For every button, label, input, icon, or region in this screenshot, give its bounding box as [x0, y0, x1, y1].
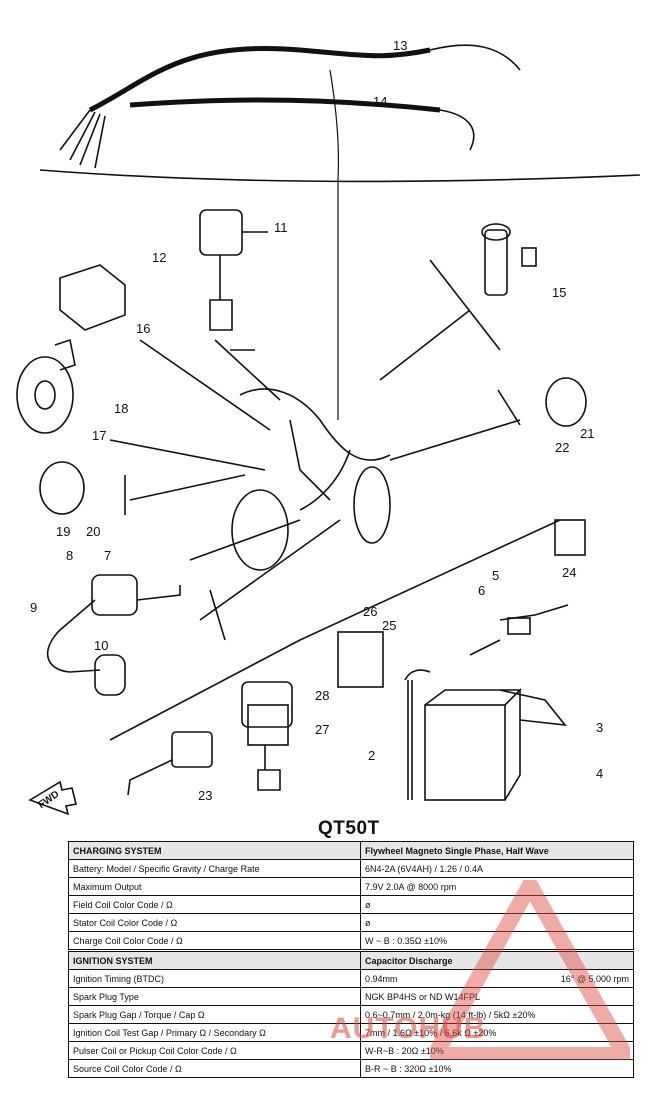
spec-label: Stator Coil Color Code / Ω: [68, 913, 361, 932]
callout-6: 6: [478, 583, 485, 598]
callout-18: 18: [114, 401, 128, 416]
callout-28: 28: [315, 688, 329, 703]
table-row: Spark Plug Gap / Torque / Cap Ω 0.6~0.7m…: [68, 1005, 634, 1024]
charging-header-label: CHARGING SYSTEM: [68, 841, 361, 860]
spec-label: Spark Plug Type: [68, 987, 361, 1006]
callout-2: 2: [368, 748, 375, 763]
callout-24: 24: [562, 565, 576, 580]
callout-7: 7: [104, 548, 111, 563]
ignition-system-table: IGNITION SYSTEM Capacitor Discharge Igni…: [68, 951, 634, 1078]
spec-label: Source Coil Color Code / Ω: [68, 1059, 361, 1078]
ignition-header-label: IGNITION SYSTEM: [68, 951, 361, 970]
spec-label: Field Coil Color Code / Ω: [68, 895, 361, 914]
callout-15: 15: [552, 285, 566, 300]
table-header-row: IGNITION SYSTEM Capacitor Discharge: [68, 951, 634, 970]
callout-8: 8: [66, 548, 73, 563]
spec-label: Charge Coil Color Code / Ω: [68, 931, 361, 950]
callout-14: 14: [373, 94, 387, 109]
spec-label: Maximum Output: [68, 877, 361, 896]
callout-16: 16: [136, 321, 150, 336]
watermark-text: AUTOHUB: [330, 1012, 487, 1045]
spec-label: Pulser Coil or Pickup Coil Color Code / …: [68, 1041, 361, 1060]
charging-header-value: Flywheel Magneto Single Phase, Half Wave: [360, 841, 634, 860]
callout-9: 9: [30, 600, 37, 615]
callout-21: 21: [580, 426, 594, 441]
ignition-header-value: Capacitor Discharge: [360, 951, 634, 970]
exploded-parts-diagram: 1 2 3 4 5 6 7 8 9 10 11 12 13 14 15 16 1…: [16, 38, 641, 816]
callout-4: 4: [596, 766, 603, 781]
callout-5: 5: [492, 568, 499, 583]
charging-system-table: CHARGING SYSTEM Flywheel Magneto Single …: [68, 841, 634, 950]
callout-22: 22: [555, 440, 569, 455]
table-row: Field Coil Color Code / Ω ø: [68, 895, 634, 914]
table-row: Charge Coil Color Code / Ω W ~ B : 0.35Ω…: [68, 931, 634, 950]
callout-25: 25: [382, 618, 396, 633]
spec-value: W ~ B : 0.35Ω ±10%: [360, 931, 634, 950]
callout-26: 26: [363, 604, 377, 619]
table-row: Battery: Model / Specific Gravity / Char…: [68, 859, 634, 878]
callout-3: 3: [596, 720, 603, 735]
timing-gap-value: 0.94mm: [365, 973, 398, 984]
watermark-logo-icon: [430, 880, 630, 1060]
callout-23: 23: [198, 788, 212, 803]
table-row: Ignition Coil Test Gap / Primary Ω / Sec…: [68, 1023, 634, 1042]
callout-13: 13: [393, 38, 407, 53]
callout-20: 20: [86, 524, 100, 539]
callout-17: 17: [92, 428, 106, 443]
spec-value: 6N4-2A (6V4AH) / 1.26 / 0.4A: [360, 859, 634, 878]
callout-12: 12: [152, 250, 166, 265]
callout-11: 11: [274, 220, 288, 235]
spec-label: Ignition Timing (BTDC): [68, 969, 361, 988]
callout-19: 19: [56, 524, 70, 539]
callout-10: 10: [94, 638, 108, 653]
spec-label: Spark Plug Gap / Torque / Cap Ω: [68, 1005, 361, 1024]
timing-rpm-value: 16° @ 5,000 rpm: [560, 973, 629, 984]
spec-label: Ignition Coil Test Gap / Primary Ω / Sec…: [68, 1023, 361, 1042]
spec-value: B-R ~ B : 320Ω ±10%: [360, 1059, 634, 1078]
table-row: Source Coil Color Code / Ω B-R ~ B : 320…: [68, 1059, 634, 1078]
spec-label: Battery: Model / Specific Gravity / Char…: [68, 859, 361, 878]
table-header-row: CHARGING SYSTEM Flywheel Magneto Single …: [68, 841, 634, 860]
callout-27: 27: [315, 722, 329, 737]
model-title: QT50T: [318, 818, 380, 839]
